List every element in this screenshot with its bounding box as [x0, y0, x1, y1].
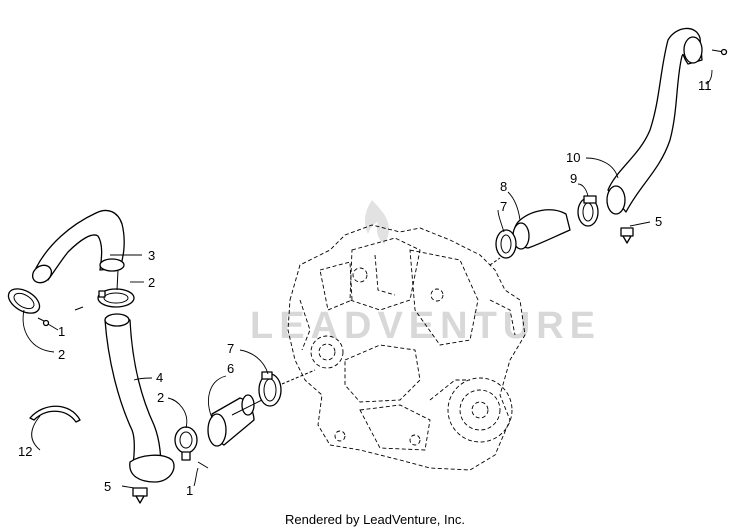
callout-10: 10: [566, 150, 580, 165]
callout-2-upper: 2: [148, 275, 155, 290]
callout-9: 9: [570, 171, 577, 186]
clamp-mid: [97, 288, 135, 308]
callout-6: 6: [227, 361, 234, 376]
callout-8: 8: [500, 179, 507, 194]
bolt-right: [620, 227, 634, 244]
watermark: LEADVENTURE: [250, 200, 601, 347]
coupler-right: [512, 209, 571, 250]
clamp-right: [495, 229, 517, 259]
screw-left: [37, 317, 50, 327]
engine-assembly: [287, 224, 526, 471]
callout-2-left: 2: [58, 347, 65, 362]
callout-11: 11: [698, 78, 712, 93]
clamp-9: [577, 195, 599, 227]
callout-1-left: 1: [58, 324, 65, 339]
callout-2-lower: 2: [157, 390, 164, 405]
clamp-lower: [174, 426, 198, 461]
callout-3: 3: [148, 248, 155, 263]
screw-lower: [197, 461, 209, 469]
clamp-left: [7, 288, 41, 314]
leader-lines: [22, 69, 713, 489]
watermark-text: LEADVENTURE: [250, 305, 601, 347]
callout-5-left: 5: [104, 479, 111, 494]
callout-labels: 1 2 3 2 4 2 6 7 12 5 1 8 7 9 10 5 11: [18, 78, 712, 498]
intake-tube-right: [606, 27, 703, 215]
callout-7-right: 7: [500, 199, 507, 214]
callout-12: 12: [18, 444, 32, 459]
assembly-lines: [116, 257, 501, 416]
intake-tube-long: [104, 313, 175, 483]
screw-mid: [74, 306, 84, 311]
clamp-coupler: [258, 371, 282, 407]
footer-credit: Rendered by LeadVenture, Inc.: [285, 512, 465, 527]
screw-top-right: [711, 48, 728, 56]
callout-4: 4: [156, 370, 163, 385]
intake-tube-upper: [31, 209, 125, 284]
callout-5-right: 5: [655, 214, 662, 229]
rubber-coupler: [207, 394, 255, 447]
callout-7-left: 7: [227, 341, 234, 356]
bolt-lower-left: [132, 487, 148, 504]
callout-1-lower: 1: [186, 483, 193, 498]
seal-ring: [29, 405, 81, 423]
